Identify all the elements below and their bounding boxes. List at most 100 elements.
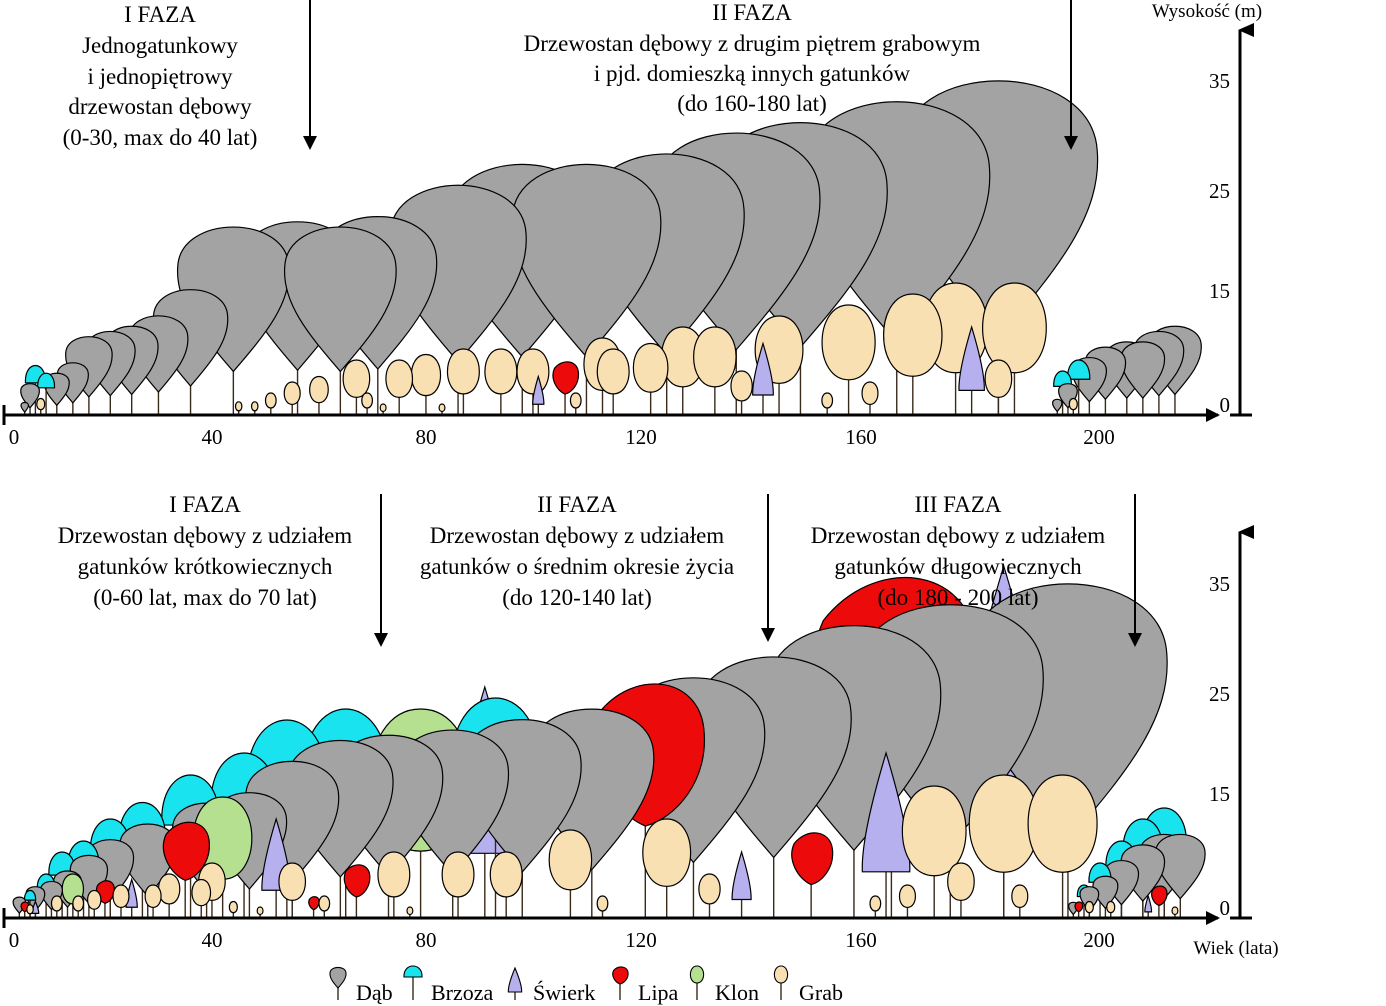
- tree-crown: [958, 324, 985, 391]
- tree-crown: [20, 383, 40, 409]
- tree-lipa: [308, 896, 320, 918]
- tree-grab: [250, 401, 259, 415]
- phase-line: gatunków krótkowiecznych: [78, 554, 333, 579]
- tree-crown: [511, 163, 662, 358]
- top-phase-1-text: I FAZA Jednogatunkowy i jednopiętrowy dr…: [63, 2, 258, 150]
- tree-grab: [1011, 884, 1029, 918]
- tree-grab: [947, 862, 975, 918]
- tree-grab: [446, 348, 480, 415]
- y-tick: 35: [1209, 572, 1230, 596]
- y-tick: 15: [1209, 782, 1230, 806]
- tree-grab: [278, 862, 306, 918]
- bottom-phase-arrows: [374, 494, 1142, 647]
- tree-lipa: [791, 832, 834, 918]
- legend-item-swierk: Świerk: [507, 966, 595, 1005]
- tree-crown: [446, 348, 480, 395]
- tree-grab: [385, 359, 413, 415]
- tree-grab: [898, 884, 917, 918]
- tree-grab: [632, 342, 669, 415]
- tree-crown: [342, 359, 371, 399]
- swierk-tree-icon: [507, 966, 523, 1000]
- x-tick: 80: [416, 928, 437, 952]
- tree-grab: [883, 293, 943, 415]
- phase-title: III FAZA: [914, 492, 1001, 517]
- tree-grab: [861, 381, 879, 415]
- x-tick: 200: [1083, 928, 1115, 952]
- tree-crown: [1066, 359, 1091, 380]
- legend-item-dab: Dąb: [329, 966, 393, 1005]
- tree-lipa: [343, 864, 371, 918]
- tree-grab: [1027, 774, 1098, 918]
- tree-swierk: [731, 849, 752, 918]
- x-tick: 160: [845, 425, 877, 449]
- phase-line: i pjd. domieszką innych gatunków: [594, 61, 911, 86]
- phase-line: (do 120-140 lat): [502, 585, 651, 610]
- tree-grab: [318, 895, 331, 918]
- x-tick: 0: [9, 425, 20, 449]
- tree-grab: [1084, 900, 1094, 918]
- tree-grab: [377, 851, 411, 918]
- x-tick: 40: [202, 425, 223, 449]
- tree-grab: [730, 370, 753, 415]
- top-y-axis: Wysokość (m) 35 25 15 0: [1152, 1, 1262, 417]
- tree-crown: [228, 900, 238, 914]
- tree-swierk: [1144, 894, 1153, 918]
- tree-grab: [379, 403, 387, 415]
- tree-dab: [511, 163, 662, 415]
- phase-line: (do 160-180 lat): [677, 91, 826, 116]
- tree-grab: [256, 906, 264, 918]
- lipa-tree-icon: [612, 966, 629, 1000]
- phase-title: I FAZA: [124, 2, 196, 27]
- bottom-y-axis: Wiek (lata) 35 25 15 0: [1193, 525, 1279, 959]
- tree-crown: [278, 862, 306, 902]
- tree-crown: [548, 829, 593, 891]
- x-tick: 40: [202, 928, 223, 952]
- y-axis-label: Wysokość (m): [1152, 1, 1262, 22]
- tree-crown: [1144, 894, 1153, 913]
- tree-crown: [1068, 397, 1078, 411]
- top-tree-layer: [20, 80, 1202, 415]
- legend-label: Klon: [715, 980, 759, 1005]
- top-panel: I FAZA Jednogatunkowy i jednopiętrowy dr…: [2, 0, 1262, 449]
- tree-crown: [516, 348, 550, 395]
- tree-grab: [869, 895, 882, 918]
- tree-crown: [861, 750, 911, 873]
- tree-crown: [1120, 341, 1166, 399]
- x-tick: 80: [416, 425, 437, 449]
- tree-grab: [342, 359, 371, 415]
- tree-crown: [377, 851, 411, 898]
- klon-tree-icon: [689, 965, 705, 1000]
- tree-crown: [50, 895, 63, 912]
- tree-crown: [112, 884, 130, 909]
- tree-grab: [157, 873, 181, 918]
- tree-swierk: [532, 374, 545, 415]
- bottom-panel: I FAZA Drzewostan dębowy z udziałem gatu…: [2, 492, 1279, 959]
- tree-crown: [752, 341, 774, 396]
- bottom-x-ticks: 0 40 80 120 160 200: [9, 928, 1115, 952]
- tree-crown: [869, 895, 882, 912]
- tree-swierk: [861, 750, 911, 918]
- tree-crown: [157, 873, 181, 905]
- tree-crown: [1027, 774, 1098, 873]
- tree-grab: [821, 304, 876, 415]
- tree-lipa: [1074, 901, 1084, 918]
- phase-title: II FAZA: [537, 492, 617, 517]
- top-x-ticks: 0 40 80 120 160 200: [9, 425, 1115, 449]
- tree-grab: [642, 818, 692, 918]
- tree-crown: [632, 342, 669, 393]
- x-tick: 200: [1083, 425, 1115, 449]
- tree-grab: [693, 326, 737, 415]
- tree-crown: [256, 906, 264, 916]
- tree-grab: [264, 392, 277, 415]
- legend-label: Dąb: [356, 980, 393, 1005]
- tree-grab: [821, 392, 834, 415]
- x-tick: 120: [625, 425, 657, 449]
- x-tick: 120: [625, 928, 657, 952]
- tree-crown: [406, 906, 414, 916]
- tree-crown: [693, 326, 737, 388]
- top-phase-2-text: II FAZA Drzewostan dębowy z drugim piętr…: [524, 0, 981, 116]
- tree-crown: [309, 375, 329, 404]
- y-tick: 25: [1209, 682, 1230, 706]
